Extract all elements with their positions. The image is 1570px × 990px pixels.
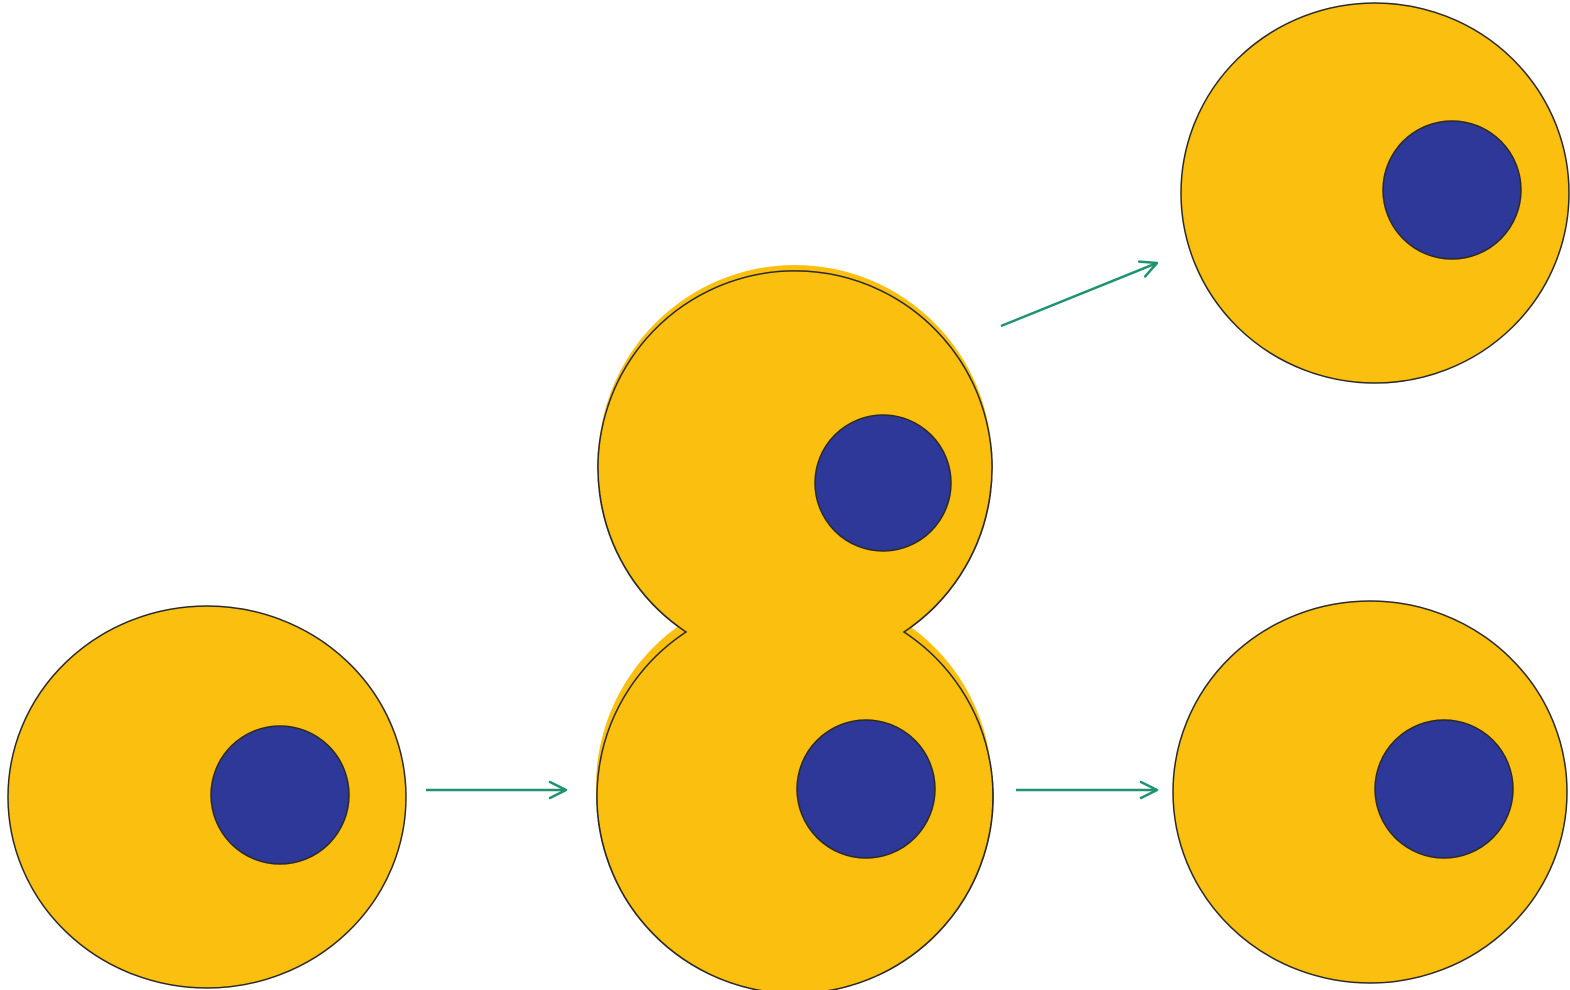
dividing-cell-upper-nucleus <box>815 415 951 551</box>
parent-cell-nucleus <box>211 726 349 864</box>
daughter-cell-top-nucleus <box>1383 121 1521 259</box>
dividing-cell-lower-nucleus <box>797 720 935 858</box>
daughter-cell-bottom-nucleus <box>1375 720 1513 858</box>
daughter-cell-bottom <box>1173 601 1567 983</box>
parent-cell <box>8 606 406 988</box>
daughter-cell-top <box>1181 3 1569 383</box>
